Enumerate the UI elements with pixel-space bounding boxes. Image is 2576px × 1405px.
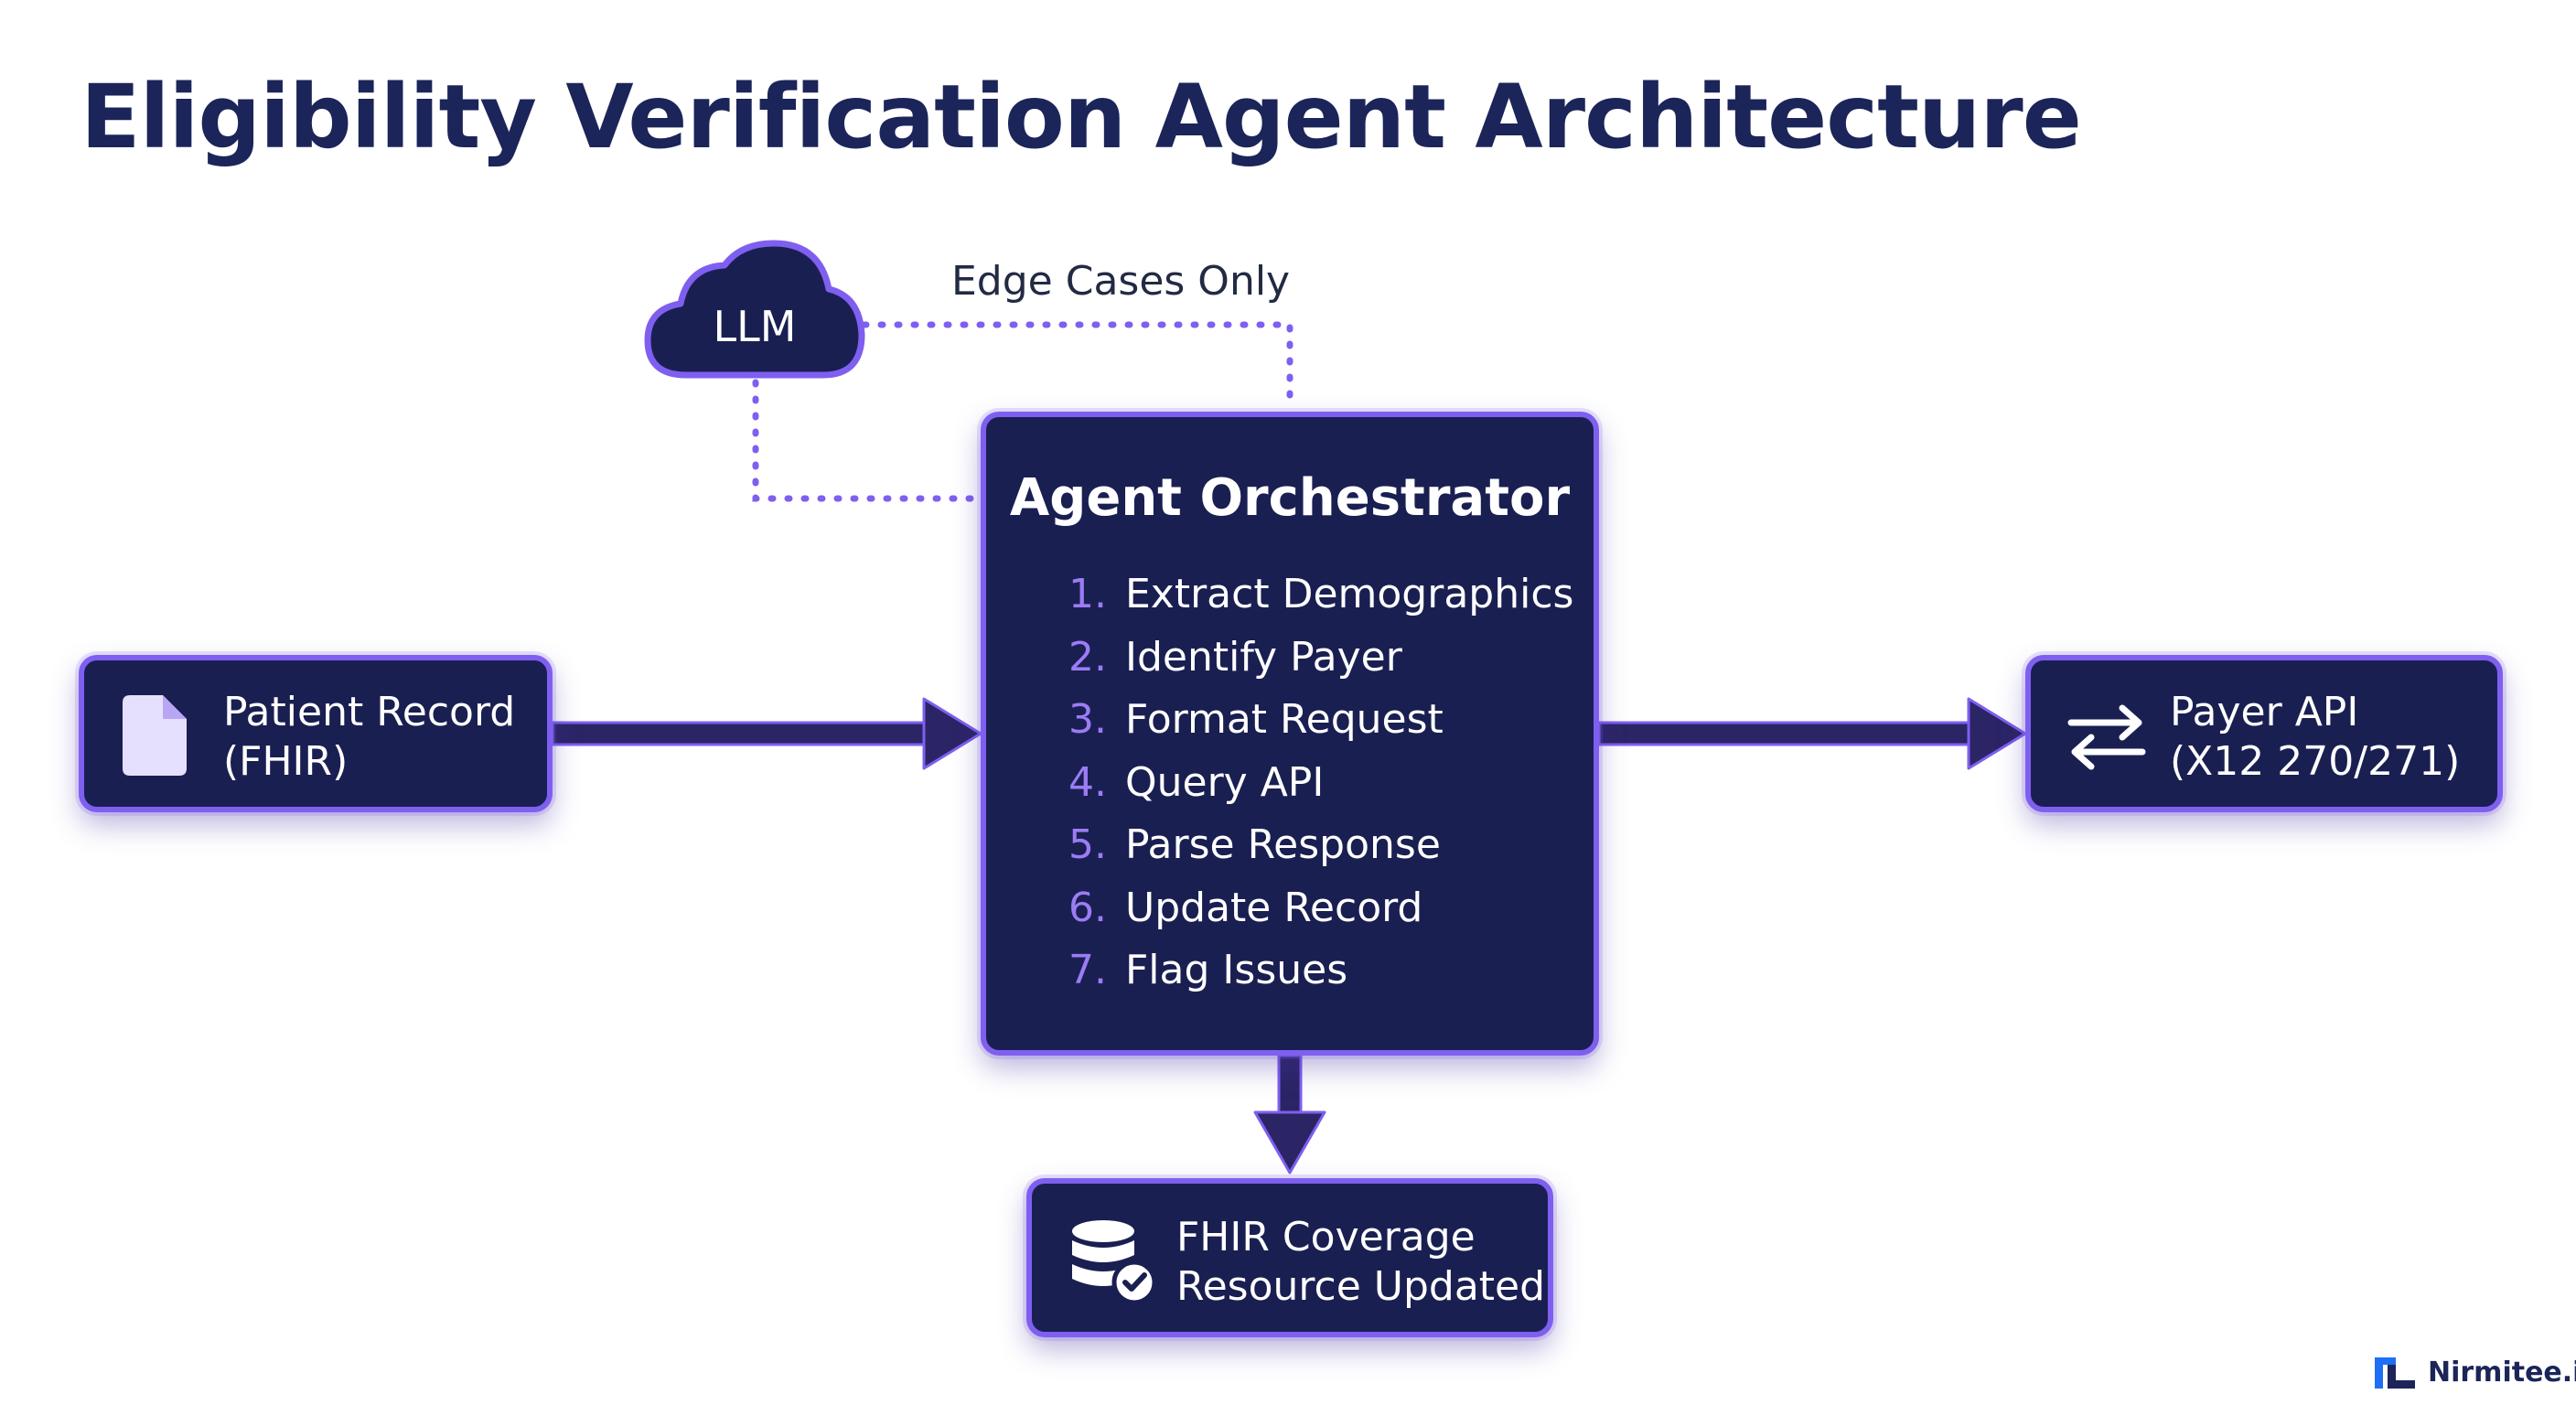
patient-record-line2: (FHIR) (223, 738, 349, 785)
edge-cases-label: Edge Cases Only (951, 258, 1291, 305)
arrow-orchestrator-to-payer (1597, 697, 2027, 770)
database-check-icon (1072, 1220, 1157, 1305)
step-label: Format Request (1125, 696, 1444, 743)
arrow-patient-to-orchestrator (551, 697, 982, 770)
patient-record-node: Patient Record (FHIR) (79, 655, 553, 812)
step-label: Update Record (1125, 884, 1423, 931)
step-number: 1. (1068, 571, 1107, 617)
step-number: 6. (1068, 884, 1107, 931)
step-number: 2. (1068, 633, 1107, 681)
step-item: 6. Update Record (1068, 877, 1573, 940)
brand-name: Nirmitee.io (2428, 1356, 2576, 1389)
step-number: 4. (1068, 758, 1107, 806)
step-item: 7. Flag Issues (1068, 939, 1573, 1003)
coverage-line1: FHIR Coverage (1176, 1214, 1476, 1260)
llm-cloud (644, 240, 865, 379)
coverage-line2: Resource Updated (1176, 1263, 1546, 1310)
step-number: 7. (1068, 947, 1107, 993)
step-item: 5. Parse Response (1068, 814, 1573, 877)
brand: Nirmitee.io (2375, 1352, 2576, 1392)
step-number: 5. (1068, 821, 1107, 868)
step-item: 2. Identify Payer (1068, 627, 1573, 690)
payer-api-node: Payer API (X12 270/271) (2025, 655, 2503, 812)
step-label: Query API (1125, 758, 1325, 806)
swap-arrows-icon (2067, 704, 2146, 770)
edge-cases-connector (861, 321, 1293, 406)
step-label: Extract Demographics (1125, 571, 1574, 617)
step-label: Parse Response (1125, 821, 1441, 868)
patient-record-line1: Patient Record (223, 689, 516, 735)
fhir-coverage-node: FHIR Coverage Resource Updated (1026, 1178, 1553, 1337)
step-item: 1. Extract Demographics (1068, 563, 1573, 627)
step-label: Flag Issues (1125, 947, 1348, 993)
step-item: 3. Format Request (1068, 689, 1573, 752)
payer-api-line2: (X12 270/271) (2170, 738, 2461, 785)
orchestrator-title: Agent Orchestrator (1009, 468, 1571, 528)
llm-label: LLM (713, 302, 797, 351)
agent-orchestrator-node: Agent Orchestrator 1. Extract Demographic… (981, 412, 1599, 1056)
orchestrator-steps: 1.Extract Demographics 2.Identify Payer … (1068, 563, 1573, 1003)
llm-orchestrator-connector (752, 379, 987, 502)
step-item: 4. Query API (1068, 752, 1573, 815)
document-icon (123, 695, 187, 776)
payer-api-line1: Payer API (2170, 689, 2359, 735)
step-number: 3. (1068, 696, 1107, 743)
page-title: Eligibility Verification Agent Architect… (80, 66, 2082, 168)
arrow-orchestrator-to-coverage (1253, 1054, 1326, 1174)
step-label: Identify Payer (1125, 633, 1402, 681)
nirmitee-logo-icon (2375, 1357, 2415, 1389)
